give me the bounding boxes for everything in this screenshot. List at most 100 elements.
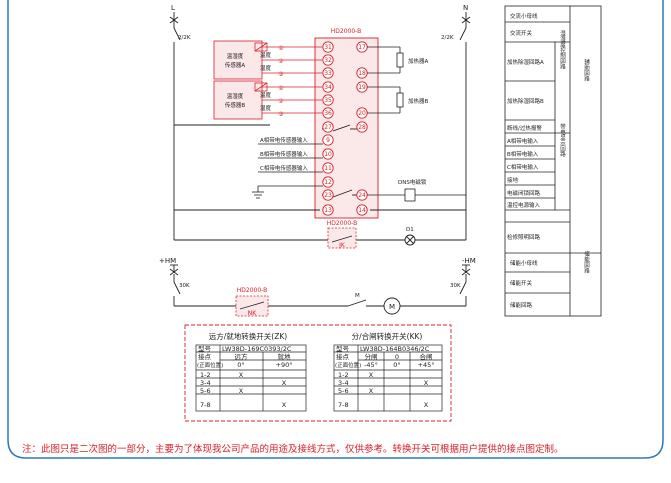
kk-angle: -45° [364, 361, 378, 369]
legend-row: 储能回路 [510, 301, 533, 309]
right-pins: 17 18 19 20 28 24 14 [356, 41, 368, 216]
jk-box-label: JK [338, 242, 346, 249]
legend-row: 加热除湿回路B [507, 97, 544, 105]
legend-row: 储能开关 [510, 279, 533, 287]
indicator-jk: HD2000-B JK D1 [327, 220, 416, 249]
zk-model-label: 型号 [198, 344, 212, 353]
zk-pos-label: (正面位置) [197, 361, 223, 369]
legend-row: 温控电源输入 [507, 201, 541, 209]
dns-lock [367, 188, 466, 202]
storage-circuit [169, 264, 471, 315]
nk-box-label: NK [248, 310, 257, 317]
pin-label: 34 [324, 84, 332, 91]
sensor-b-label-line2: 传感器B [225, 101, 246, 109]
phase-c-input: C相带电传感器输入 [260, 164, 308, 172]
zk-angle: 0° [237, 361, 244, 369]
legend-row: 交流小母线 [510, 12, 538, 20]
legend-group-storage: 储能回路 [583, 250, 590, 275]
pin-label: 23 [324, 192, 332, 199]
kk-header: 合闸 [420, 352, 433, 361]
sensor-a-label-line2: 传感器A [225, 61, 246, 69]
kk-contact: 3-4 [338, 379, 349, 387]
legend-row: 储能小母线 [510, 259, 538, 267]
legend-row: 电磁闭锁回路 [507, 189, 541, 197]
zk-mark: X [282, 379, 287, 387]
motor-switch-label: M [355, 293, 360, 299]
left-pins: 31 32 33 34 35 36 27 9 10 11 12 23 13 [322, 41, 334, 216]
zk-mark: X [239, 371, 244, 379]
legend-row: C相带电输入 [507, 163, 539, 171]
zk-header: 就地 [278, 352, 292, 361]
terminal-label: ② [278, 58, 284, 65]
switch-tables-frame [184, 324, 452, 422]
storage-nk: HD2000-B NK [235, 287, 269, 317]
zk-mark: X [282, 401, 287, 409]
pin-label: 35 [324, 97, 332, 104]
pin-label: 24 [358, 192, 366, 199]
storage-left-rating: 30K [179, 283, 190, 289]
zk-contact: 5-6 [200, 387, 211, 395]
kk-table: 分/合闸转换开关(KK) 型号 LW38D-164B0346/2C 接点 (正面… [333, 331, 443, 412]
jk-box-title: HD2000-B [327, 220, 357, 227]
terminal-label: ① [278, 45, 283, 52]
kk-model: LW38D-164B0346/2C [360, 345, 430, 353]
terminal-label: ③ [278, 71, 283, 78]
kk-angle: 0° [393, 361, 400, 369]
sensor-a-temp-label: 温度 [260, 51, 272, 59]
sensor-a: 温湿度 传感器A 温度 湿度 [213, 40, 322, 80]
outer-frame [7, 0, 664, 459]
zk-angle: +90° [276, 361, 293, 369]
kk-pos-label: (正面位置) [335, 361, 361, 369]
heaters [367, 46, 404, 114]
pin-label: 33 [324, 70, 332, 77]
pin-label: 32 [324, 57, 332, 64]
legend-row: A相带电输入 [507, 137, 539, 145]
pin-label: 18 [358, 70, 366, 77]
storage-right-pole: -HM [462, 257, 476, 265]
sensor-a-label-line1: 温湿度 [227, 52, 244, 60]
terminal-label: ② [278, 98, 284, 105]
kk-mark: X [424, 401, 429, 409]
left-pole-label: L [171, 4, 175, 12]
kk-contact: 5-6 [338, 387, 349, 395]
kk-mark: X [369, 387, 374, 395]
storage-left-pole: +HM [159, 257, 176, 265]
legend-row: B相带电输入 [507, 150, 539, 158]
pin-label: 12 [324, 179, 332, 186]
terminal-label: ① [278, 85, 283, 92]
kk-header: 分闸 [365, 352, 378, 361]
heater-a-label: 加热器A [408, 57, 429, 65]
zk-contact: 7-8 [200, 401, 211, 409]
pin-label: 10 [324, 151, 332, 158]
zk-contact-label: 接点 [198, 352, 212, 361]
sensor-b: 温湿度 传感器B 温度 湿度 [213, 80, 322, 120]
kk-contact: 1-2 [338, 371, 349, 379]
left-switch-rating: 2/2K [178, 35, 191, 41]
kk-title: 分/合闸转换开关(KK) [352, 331, 423, 341]
legend-row: 交流开关 [510, 29, 533, 37]
legend-row: 断线/过热报警 [507, 124, 542, 132]
pin-label: 9 [326, 137, 330, 144]
pin-label: 28 [358, 124, 366, 131]
phase-a-input: A相带电传感器输入 [260, 136, 308, 144]
zk-title: 远方/就地转换开关(ZK) [209, 331, 288, 341]
terminal-label: ③ [278, 111, 283, 118]
motor-label: M [389, 303, 395, 311]
sensor-a-humid-label: 湿度 [260, 64, 272, 72]
kk-angle: +45° [418, 361, 435, 369]
heater-b-label: 加热器B [408, 97, 429, 105]
pin-label: 27 [324, 124, 332, 131]
phase-b-input: B相带电传感器输入 [260, 150, 308, 158]
kk-mark: X [424, 379, 429, 387]
legend-group-display: 带电显示回路 [559, 123, 566, 158]
legend-row: 接地 [507, 176, 519, 184]
pin-label: 17 [358, 44, 366, 51]
zk-contact: 3-4 [200, 379, 211, 387]
sensor-b-humid-label: 湿度 [260, 104, 272, 112]
footer-note: 注：此图只是二次图的一部分，主要为了体现我公司产品的用途及接线方式，仅供参考。转… [22, 443, 564, 455]
legend-row: 加热除湿回路A [507, 58, 544, 66]
zk-contact: 1-2 [200, 371, 211, 379]
kk-contact-label: 接点 [336, 352, 350, 361]
